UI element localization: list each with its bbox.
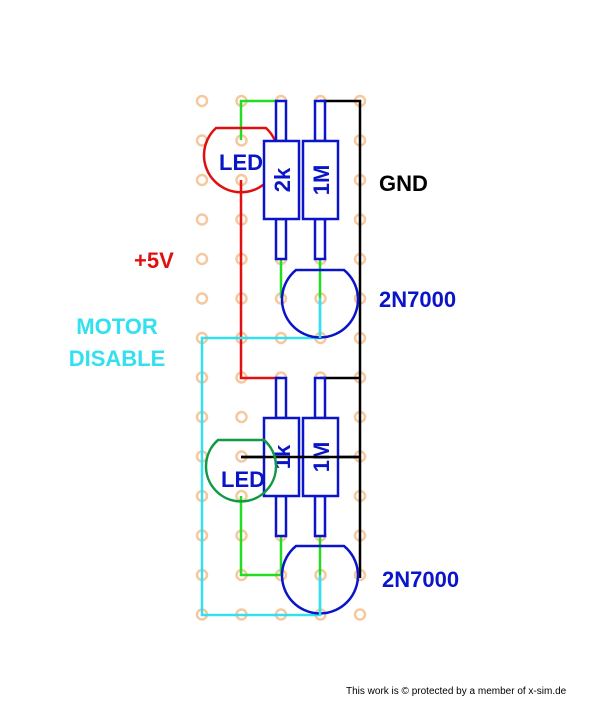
- board-hole: [195, 173, 209, 187]
- board-hole: [195, 94, 209, 108]
- gnd-label: GND: [379, 171, 428, 196]
- gnd-wire: [320, 99, 362, 578]
- transistor-top-label: 2N7000: [379, 287, 456, 312]
- transistor-top: [280, 268, 360, 339]
- transistor-bottom: [280, 544, 360, 615]
- vcc-wire: [239, 180, 281, 380]
- led-bottom-label: LED: [221, 467, 265, 492]
- resistor-1m-top-label: 1M: [309, 165, 334, 196]
- disable-label: DISABLE: [69, 346, 166, 371]
- board-hole: [353, 608, 367, 621]
- transistor-bottom-label: 2N7000: [382, 567, 459, 592]
- resistors: [262, 99, 340, 538]
- led-top-label: LED: [219, 150, 263, 175]
- motor-label: MOTOR: [76, 314, 158, 339]
- board-hole: [195, 213, 209, 226]
- resistor-1m-top: [301, 139, 340, 221]
- board-hole: [195, 252, 209, 266]
- plus5v-label: +5V: [134, 248, 174, 273]
- led-bottom: LED: [204, 438, 278, 503]
- resistor-2k-label: 2k: [270, 167, 295, 192]
- board-hole: [195, 292, 209, 305]
- resistor-2k: [262, 139, 301, 221]
- led-bottom-wire: [239, 496, 283, 577]
- copyright-footer: This work is © protected by a member of …: [346, 686, 567, 697]
- board-hole: [235, 410, 248, 424]
